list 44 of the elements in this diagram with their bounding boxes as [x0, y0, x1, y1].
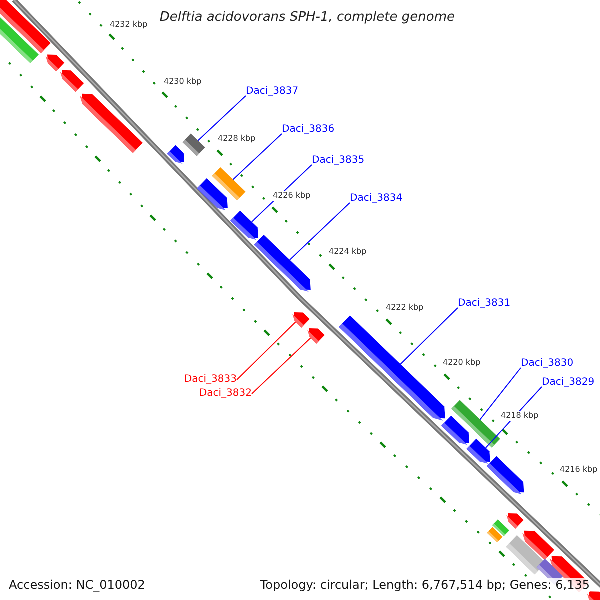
gene-feature — [292, 312, 310, 328]
gene-feature — [308, 328, 325, 344]
gene-label: Daci_3831 — [458, 298, 511, 310]
gene-feature — [197, 178, 228, 211]
leader-line — [289, 202, 350, 261]
gene-feature — [486, 456, 524, 495]
gene-feature — [442, 416, 470, 446]
gene-feature — [46, 54, 65, 72]
scale-label: 4232 kbp — [110, 20, 148, 30]
gene-label: Daci_3833 — [184, 374, 237, 386]
leader-line — [236, 322, 296, 380]
gene-feature — [80, 94, 143, 154]
gene-label: Daci_3835 — [312, 155, 365, 167]
gene-feature — [167, 145, 184, 164]
gene-feature — [60, 70, 84, 92]
scale-label: 4216 kbp — [560, 465, 598, 475]
map-title: Delftia acidovorans SPH-1, complete genome — [160, 10, 455, 26]
gene-block — [0, 0, 51, 54]
leader-line — [198, 96, 246, 142]
gene-label: Daci_3829 — [542, 377, 595, 389]
scale-label: 4224 kbp — [329, 247, 367, 257]
scale-label: 4226 kbp — [273, 191, 311, 201]
leader-line — [480, 368, 522, 420]
gene-block — [182, 134, 206, 156]
gene-feature — [506, 513, 524, 529]
gene-label: Daci_3836 — [282, 124, 335, 136]
scale-label: 4218 kbp — [501, 411, 539, 421]
gene-feature — [587, 592, 600, 600]
gene-label: Daci_3834 — [350, 193, 403, 205]
gene-feature — [230, 210, 258, 240]
scale-label: 4228 kbp — [218, 134, 256, 144]
leader-line — [400, 308, 458, 365]
scale-label: 4230 kbp — [164, 77, 202, 87]
gene-label: Daci_3830 — [521, 358, 574, 370]
leader-line — [232, 134, 282, 180]
gene-feature — [254, 234, 311, 292]
leader-line — [252, 338, 312, 394]
accession-label: Accession: NC_010002 — [9, 578, 146, 592]
scale-label: 4220 kbp — [443, 358, 481, 368]
genome-summary: Topology: circular; Length: 6,767,514 bp; Genes: 6,135 — [260, 578, 590, 592]
gene-feature — [466, 438, 490, 464]
gene-block — [487, 527, 503, 543]
gene-label: Daci_3832 — [199, 388, 252, 400]
gene-label: Daci_3837 — [246, 86, 299, 98]
